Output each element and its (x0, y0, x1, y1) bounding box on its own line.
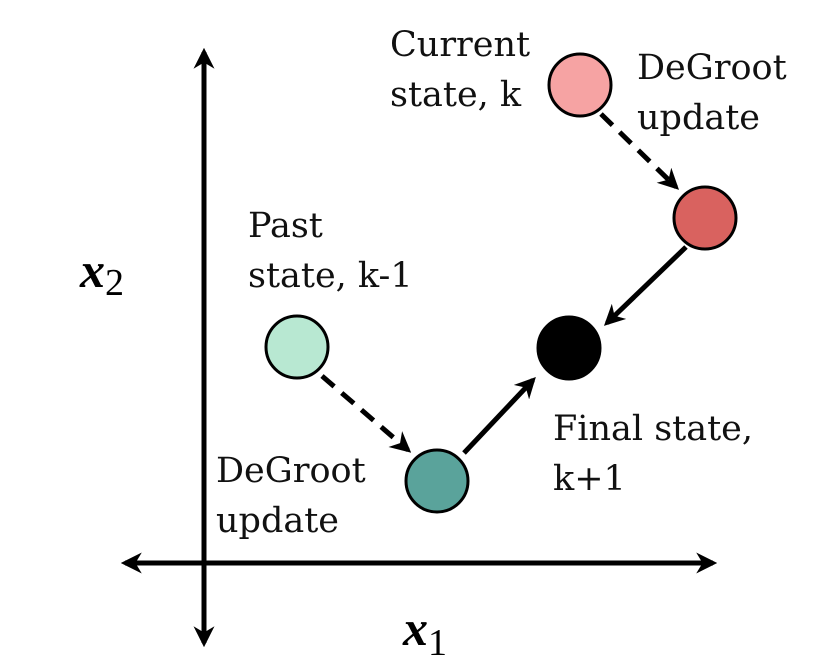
x-axis-label: x1 (402, 600, 447, 664)
past-degroot-node (404, 448, 470, 514)
final-state-label: Final state, k+1 (553, 409, 764, 499)
edge-current-to-degroot (599, 112, 680, 190)
current-state-label: Current state, k (390, 25, 541, 115)
current-state-node (547, 52, 613, 118)
edge-past-to-degroot (320, 374, 412, 453)
current-degroot-label: DeGroot update (637, 48, 798, 138)
edge-degroot-to-final (462, 376, 536, 455)
edge-degroot-to-final-right (603, 245, 688, 326)
past-state-label: Past state, k-1 (248, 206, 413, 296)
current-degroot-node (672, 185, 738, 251)
y-axis-label: x2 (79, 242, 124, 304)
final-state-node (536, 315, 602, 381)
past-state-node (264, 314, 330, 380)
past-degroot-label: DeGroot update (216, 451, 377, 541)
